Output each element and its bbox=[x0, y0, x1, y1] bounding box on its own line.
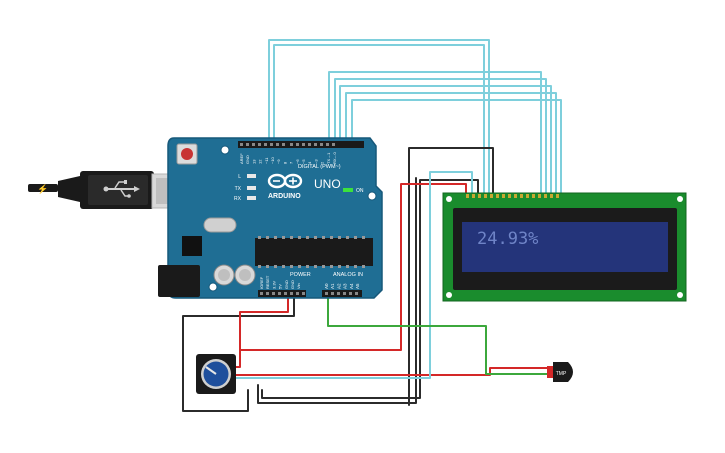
power-pin-label: GND bbox=[290, 280, 295, 289]
potentiometer-knob-icon bbox=[201, 359, 231, 389]
lcd-screen bbox=[462, 222, 668, 272]
on-label: ON bbox=[356, 188, 364, 194]
usb-cable-end-icon: ⚡ bbox=[37, 183, 48, 195]
lcd-display-text: 24.93% bbox=[477, 229, 538, 249]
power-pin-label: IOREF bbox=[259, 276, 264, 289]
usb-chip bbox=[182, 236, 202, 256]
digital-pin-label: 4 bbox=[307, 161, 312, 164]
reset-button[interactable] bbox=[176, 143, 198, 165]
analog-header-label: ANALOG IN bbox=[333, 272, 363, 278]
temperature-sensor[interactable]: TMP bbox=[547, 362, 573, 382]
digital-pin-label: 13 bbox=[251, 159, 256, 164]
status-leds: L TX RX bbox=[234, 174, 256, 202]
digital-pin-label: 8 bbox=[282, 161, 287, 164]
digital-pin-label: ~3 bbox=[313, 159, 318, 164]
led-label-rx: RX bbox=[234, 196, 242, 202]
atmega-chip bbox=[255, 236, 373, 268]
analog-header[interactable] bbox=[322, 290, 362, 297]
usb-plug-icon bbox=[103, 180, 140, 198]
power-header[interactable] bbox=[258, 290, 306, 297]
power-wires[interactable] bbox=[231, 183, 549, 376]
cyan-data-wires[interactable] bbox=[268, 39, 562, 196]
potentiometer[interactable] bbox=[196, 354, 236, 394]
analog-pin-label: A1 bbox=[330, 283, 335, 289]
power-header-label: POWER bbox=[290, 272, 311, 278]
lcd-header-pins bbox=[466, 194, 559, 198]
analog-pin-label: A0 bbox=[324, 283, 329, 289]
power-pin-label: Vin bbox=[296, 283, 301, 289]
digital-pin-label: GND bbox=[245, 155, 250, 164]
usb-cable[interactable]: ⚡ bbox=[28, 171, 197, 209]
temperature-sensor-icon bbox=[553, 362, 573, 382]
analog-pin-label: A3 bbox=[343, 283, 348, 289]
digital-pin-label: RX←0 bbox=[332, 151, 337, 164]
arduino-model-text: UNO bbox=[314, 177, 341, 191]
digital-pin-label: ~9 bbox=[276, 159, 281, 164]
power-pin-label: 3.3V bbox=[271, 280, 276, 289]
power-pin-label: GND bbox=[284, 280, 289, 289]
digital-pin-label: ~5 bbox=[301, 159, 306, 164]
analog-pin-label: A4 bbox=[349, 283, 354, 289]
lcd-module[interactable]: 24.93% bbox=[442, 192, 687, 302]
digital-pin-label: ~6 bbox=[295, 159, 300, 164]
led-label-tx: TX bbox=[235, 186, 242, 192]
wires bbox=[182, 39, 562, 412]
digital-pin-label: 7 bbox=[289, 161, 294, 164]
power-pin-label: 5V bbox=[278, 284, 283, 289]
arduino-board[interactable]: L TX RX ON ARDUINO UNO bbox=[158, 137, 383, 299]
analog-pin-label: A2 bbox=[336, 283, 341, 289]
led-label-l: L bbox=[238, 174, 241, 180]
contrast-wire[interactable] bbox=[235, 171, 473, 379]
arduino-infinity-logo-icon bbox=[267, 173, 303, 189]
crystal-oscillator bbox=[203, 217, 237, 233]
sensor-label: TMP bbox=[556, 371, 567, 377]
power-jack[interactable] bbox=[158, 265, 200, 297]
sensor-signal-wire[interactable] bbox=[327, 292, 549, 375]
capacitors bbox=[213, 264, 256, 286]
power-pin-label: RESET bbox=[265, 275, 270, 289]
digital-pin-label: 2 bbox=[320, 161, 325, 164]
analog-pin-label: A5 bbox=[355, 283, 360, 289]
ground-wires[interactable] bbox=[182, 147, 494, 412]
digital-pin-label: ~10 bbox=[270, 156, 275, 164]
digital-header-label: DIGITAL (PWM~) bbox=[298, 164, 341, 170]
arduino-brand-text: ARDUINO bbox=[268, 193, 301, 200]
digital-pin-label: TX→1 bbox=[326, 152, 331, 164]
digital-pin-label: 12 bbox=[258, 159, 263, 164]
digital-pin-label: AREF bbox=[239, 153, 244, 164]
digital-pin-label: ~11 bbox=[264, 157, 269, 164]
